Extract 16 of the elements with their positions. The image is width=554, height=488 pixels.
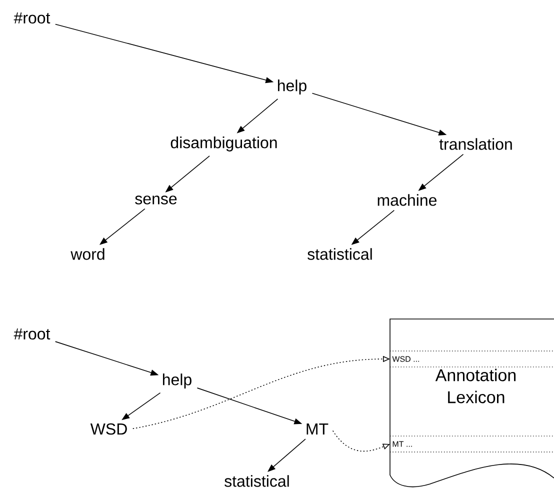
tree-word: machine — [378, 194, 437, 206]
tree-word: help — [278, 80, 306, 94]
tree-word: word — [70, 248, 104, 260]
tree-word: translation — [439, 138, 512, 150]
tree-word: #root — [14, 328, 50, 340]
tree-word: sense — [135, 196, 177, 204]
tree-word: disambiguation — [170, 136, 277, 152]
lexicon-entry: WSD ... — [390, 350, 554, 368]
tree-word: statistical — [224, 475, 289, 487]
lexicon-entry: MT ... — [390, 436, 554, 452]
tree-word: WSD — [90, 423, 127, 435]
arrow — [268, 438, 306, 472]
tree-word: #root — [14, 12, 50, 24]
tree-word: statistical — [308, 248, 372, 260]
tree-word: MT — [306, 424, 328, 434]
tree-word: help — [163, 374, 192, 388]
